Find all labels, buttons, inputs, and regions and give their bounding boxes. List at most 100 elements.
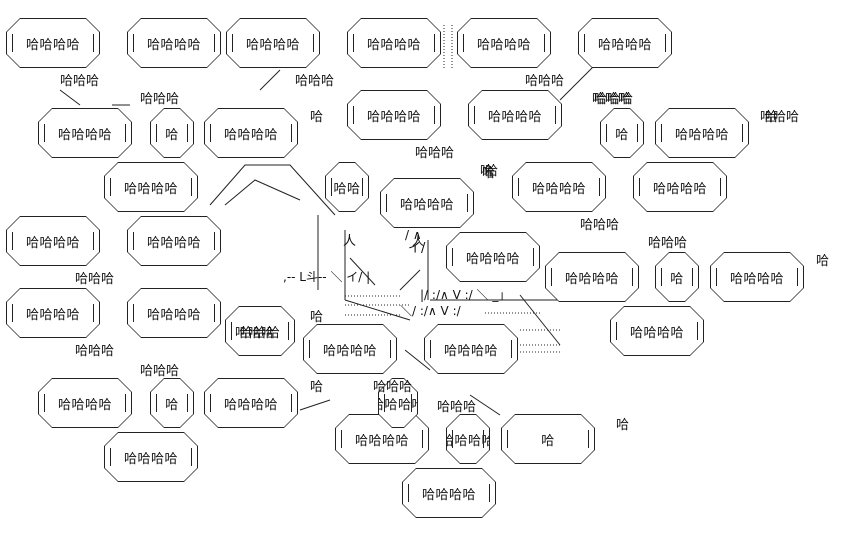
speech-bubble: 哈哈哈哈 — [226, 18, 320, 68]
speech-bubble: 哈哈哈哈 — [38, 378, 132, 428]
speech-bubble: 哈 — [150, 378, 194, 428]
bubble-text: 哈 — [165, 127, 179, 143]
speech-bubble: 哈哈哈哈 — [303, 324, 397, 374]
loose-label: 哈 — [816, 254, 830, 269]
loose-label: 哈 — [310, 110, 324, 125]
bubble-text: 哈哈哈哈 — [245, 37, 300, 53]
loose-label: 哈哈哈 — [592, 92, 632, 107]
loose-label: 哈哈哈 — [415, 146, 455, 161]
figure-text-g: / ∧ — [405, 228, 422, 242]
speech-bubble: 哈哈哈哈 — [38, 108, 132, 158]
loose-label: 哈 — [485, 164, 499, 179]
bubble-text: 哈 — [541, 433, 555, 449]
speech-bubble: 哈哈 — [325, 162, 369, 212]
bubble-text: 哈哈哈哈 — [443, 343, 498, 359]
loose-label: 哈 — [616, 418, 630, 433]
loose-label: 哈哈哈 — [437, 400, 477, 415]
loose-label: 哈哈哈 — [60, 74, 100, 89]
speech-bubble: 哈哈哈哈 — [710, 252, 804, 302]
speech-bubble: 哈哈哈哈 — [545, 252, 639, 302]
bubble-text: 哈哈哈哈 — [597, 37, 652, 53]
bubble-text: 哈哈哈哈 — [123, 181, 178, 197]
speech-bubble: 哈哈哈哈 — [378, 378, 418, 428]
bubble-text: 哈哈哈哈 — [487, 109, 542, 125]
speech-bubble: 哈 — [501, 414, 595, 464]
speech-bubble: 哈哈哈哈 — [335, 414, 429, 464]
loose-label: 哈 — [482, 166, 496, 181]
bubble-text: 哈哈哈哈 — [371, 397, 426, 413]
figure-text-e: |/ :/∧ V :/ ＼ _」 — [420, 288, 511, 302]
bubble-text: 哈哈哈哈 — [652, 181, 707, 197]
loose-label: 哈哈哈 — [594, 92, 634, 107]
speech-bubble: 哈哈哈哈 — [104, 432, 198, 482]
speech-bubble: 哈哈哈哈 — [204, 108, 298, 158]
loose-label: 哈哈哈 — [373, 380, 413, 395]
bubble-text: 哈哈哈哈 — [223, 397, 278, 413]
loose-label: 哈哈哈 — [140, 92, 180, 107]
speech-bubble: 哈哈哈哈 — [424, 324, 518, 374]
bubble-text: 哈哈哈哈 — [123, 451, 178, 467]
speech-bubble: 哈哈哈哈 — [347, 18, 441, 68]
bubble-text: 哈哈哈哈 — [674, 127, 729, 143]
speech-bubble: 哈哈哈哈 — [127, 18, 221, 68]
figure-text-a: 人 — [343, 234, 357, 249]
loose-label: 哈 — [765, 110, 779, 125]
bubble-text: 哈哈哈哈 — [25, 307, 80, 323]
speech-bubble: 哈哈哈哈 — [6, 18, 100, 68]
speech-bubble: 哈 — [600, 108, 644, 158]
speech-bubble: 哈哈哈哈 — [512, 162, 606, 212]
bubble-text: 哈哈哈哈 — [366, 109, 421, 125]
speech-bubble: 哈哈哈哈 — [633, 162, 727, 212]
loose-label: 哈哈哈 — [648, 236, 688, 251]
bubble-text: 哈哈哈哈 — [146, 307, 201, 323]
figure-text-c: 人 — [412, 234, 425, 248]
bubble-text: 哈哈哈 — [239, 325, 281, 341]
bubble-text: 哈哈哈哈 — [223, 127, 278, 143]
loose-label: 哈哈哈 — [140, 364, 180, 379]
bubble-text: 哈 — [615, 127, 629, 143]
speech-bubble: 哈哈哈哈 — [578, 18, 672, 68]
bubble-text: 哈哈哈哈 — [25, 37, 80, 53]
bubble-text: 哈哈哈哈 — [57, 397, 112, 413]
loose-label: 哈哈哈 — [580, 218, 620, 233]
bubble-text: 哈哈哈哈 — [366, 37, 421, 53]
loose-label: 哈哈哈 — [75, 344, 115, 359]
speech-bubble: 哈哈哈哈 — [347, 90, 441, 140]
bubble-text: 哈哈哈哈 — [354, 433, 409, 449]
speech-bubble: 哈哈哈哈 — [402, 468, 496, 518]
speech-bubble: 哈哈哈哈 — [6, 288, 100, 338]
speech-bubble: 哈哈哈哈 — [610, 306, 704, 356]
speech-bubble: 哈哈哈 — [225, 306, 295, 356]
loose-label: 哈哈哈 — [75, 272, 115, 287]
bubble-text: 哈 — [165, 397, 179, 413]
speech-bubble: 哈哈哈哈 — [104, 162, 198, 212]
bubble-text: 哈哈哈哈 — [476, 37, 531, 53]
speech-bubble: 哈哈哈哈 — [204, 378, 298, 428]
loose-label: 哈哈哈 — [295, 74, 335, 89]
bubble-text: 哈哈哈哈 — [322, 343, 377, 359]
bubble-text: 哈哈哈哈 — [465, 251, 520, 267]
bubble-text: 哈哈哈哈 — [421, 487, 476, 503]
bubble-text: 哈哈哈哈 — [441, 433, 496, 449]
speech-bubble: 哈哈哈哈 — [127, 216, 221, 266]
bubble-text: 哈哈哈哈 — [146, 235, 201, 251]
speech-bubble: 哈哈哈哈 — [446, 232, 540, 282]
speech-bubble: 哈 — [655, 252, 699, 302]
bubble-text: 哈哈哈哈 — [531, 181, 586, 197]
loose-label: 哈哈哈 — [235, 326, 275, 341]
loose-label: 哈 — [310, 310, 324, 325]
loose-label: 哈 — [480, 164, 494, 179]
bubble-text: 哈哈哈哈 — [399, 197, 454, 213]
speech-bubble: 哈哈哈哈 — [380, 178, 474, 228]
figure-text-b: イ/ — [408, 241, 426, 256]
bubble-text: 哈哈哈哈 — [57, 127, 112, 143]
speech-bubble: 哈哈哈哈 — [457, 18, 551, 68]
bubble-text: 哈哈哈哈 — [146, 37, 201, 53]
speech-bubble: 哈哈哈哈 — [127, 288, 221, 338]
speech-bubble: 哈哈哈哈 — [446, 414, 490, 464]
figure-text-f: ＼/ :/∧ V :/ — [400, 304, 461, 318]
speech-bubble: 哈哈哈哈 — [6, 216, 100, 266]
speech-bubble: 哈哈哈哈 — [655, 108, 749, 158]
